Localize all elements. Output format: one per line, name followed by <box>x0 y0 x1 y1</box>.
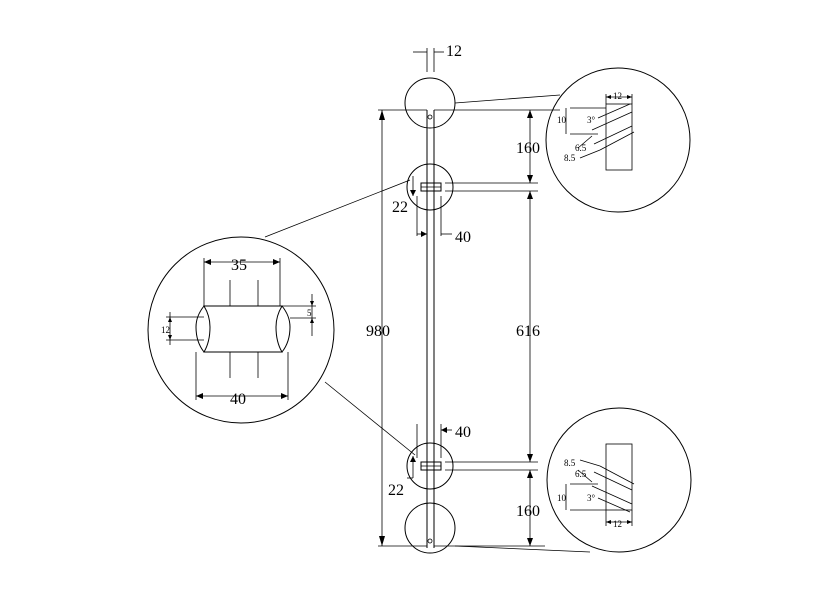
top-width-label: 12 <box>446 43 462 60</box>
middle-segment-label: 616 <box>516 323 540 340</box>
top-detail-depth-label: 10 <box>557 115 567 125</box>
bottom-detail-width-label: 12 <box>613 519 622 529</box>
top-detail-offset-a-label: 6.5 <box>575 143 587 153</box>
bottom-detail-offset-a-label: 6.5 <box>575 469 587 479</box>
clamp-top-width-label: 35 <box>231 257 247 274</box>
top-segment-label: 160 <box>516 140 540 157</box>
lower-clamp-dimensions: 40 22 <box>388 424 471 499</box>
clamp-detail: 35 40 5 12 <box>147 236 335 424</box>
bottom-detail-angle-label: 3° <box>587 493 596 503</box>
upper-clamp-circle <box>406 163 454 211</box>
bottom-end-circle <box>404 502 456 554</box>
bottom-segment-label: 160 <box>516 503 540 520</box>
top-detail-offset-b-label: 8.5 <box>564 153 576 163</box>
leader-lines <box>264 94 591 553</box>
upper-clamp-dimensions: 22 40 <box>392 176 471 246</box>
main-rod <box>426 110 435 548</box>
clamp-bottom-width-label: 40 <box>230 391 246 408</box>
total-height-label: 980 <box>366 323 390 340</box>
bottom-detail-depth-label: 10 <box>557 493 567 503</box>
upper-clamp-inner-label: 22 <box>392 199 408 216</box>
top-end-circle <box>404 77 456 129</box>
top-detail-angle-label: 3° <box>587 115 596 125</box>
bottom-detail: 12 10 3° 6.5 8.5 <box>546 407 692 553</box>
clamp-thickness-label: 12 <box>161 325 170 335</box>
segment-dimensions: 160 616 160 <box>434 109 560 547</box>
total-height-dimension: 980 <box>366 109 427 547</box>
lower-clamp-inner-label: 22 <box>388 482 404 499</box>
top-detail-width-label: 12 <box>613 91 622 101</box>
lower-clamp-outer-label: 40 <box>455 424 471 441</box>
top-detail: 12 10 3° 6.5 8.5 <box>545 67 691 213</box>
upper-clamp-outer-label: 40 <box>455 229 471 246</box>
top-width-dimension: 12 <box>413 43 462 72</box>
lower-clamp-circle <box>406 442 454 490</box>
bottom-detail-offset-b-label: 8.5 <box>564 458 576 468</box>
clamp-groove-label: 5 <box>307 308 312 318</box>
